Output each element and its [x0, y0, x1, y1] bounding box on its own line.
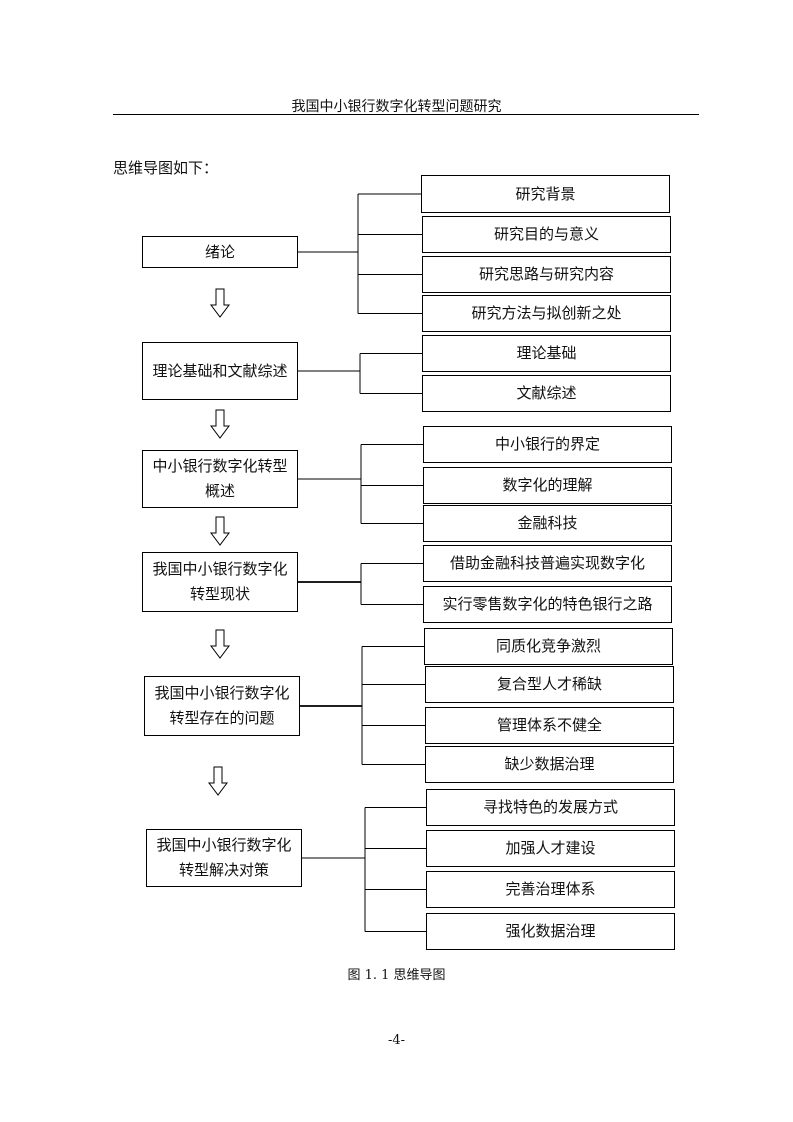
- child-box-research-purpose: 研究目的与意义: [422, 216, 671, 253]
- down-arrow-icon: [208, 766, 228, 796]
- section-box-current-status: 我国中小银行数字化转型现状: [142, 552, 298, 612]
- down-arrow-icon: [210, 409, 230, 439]
- section-box-problems: 我国中小银行数字化转型存在的问题: [144, 676, 300, 736]
- running-header: 我国中小银行数字化转型问题研究: [291, 99, 502, 115]
- page-number: -4-: [387, 1033, 406, 1048]
- child-box-distinctive-development: 寻找特色的发展方式: [426, 789, 675, 826]
- child-box-retail-digitalization: 实行零售数字化的特色银行之路: [423, 586, 672, 623]
- child-box-literature-review: 文献综述: [422, 375, 671, 412]
- child-box-bank-definition: 中小银行的界定: [423, 426, 672, 463]
- section-box-introduction: 绪论: [142, 236, 298, 268]
- child-box-research-methods: 研究方法与拟创新之处: [422, 295, 671, 332]
- section-box-solutions: 我国中小银行数字化转型解决对策: [146, 829, 302, 887]
- section-box-overview: 中小银行数字化转型概述: [142, 450, 298, 508]
- down-arrow-icon: [210, 629, 230, 659]
- child-box-fintech: 金融科技: [423, 505, 672, 542]
- child-box-lack-data-governance: 缺少数据治理: [425, 746, 674, 783]
- child-box-fintech-digitalization: 借助金融科技普遍实现数字化: [423, 545, 672, 582]
- child-box-digitalization-understanding: 数字化的理解: [423, 467, 672, 504]
- header-rule: [113, 114, 699, 115]
- child-box-research-approach: 研究思路与研究内容: [422, 256, 671, 293]
- child-box-governance-system: 完善治理体系: [426, 871, 675, 908]
- down-arrow-icon: [210, 288, 230, 318]
- child-box-strengthen-data-governance: 强化数据治理: [426, 913, 675, 950]
- child-box-management-system: 管理体系不健全: [425, 707, 674, 744]
- child-box-homogeneous-competition: 同质化竞争激烈: [424, 628, 673, 665]
- child-box-theory-basis: 理论基础: [422, 335, 671, 372]
- section-box-theory-literature: 理论基础和文献综述: [142, 342, 298, 400]
- child-box-research-background: 研究背景: [421, 175, 670, 213]
- figure-caption: 图 1. 1 思维导图: [347, 968, 446, 983]
- intro-text: 思维导图如下：: [113, 159, 219, 177]
- down-arrow-icon: [210, 516, 230, 546]
- child-box-talent-shortage: 复合型人才稀缺: [425, 666, 674, 703]
- child-box-talent-building: 加强人才建设: [426, 830, 675, 867]
